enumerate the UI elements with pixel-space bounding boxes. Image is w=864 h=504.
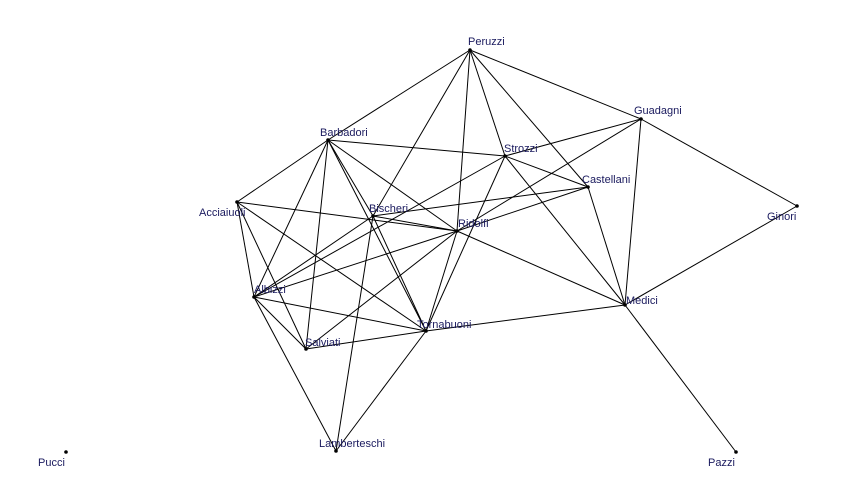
edge-guadagni-strozzi bbox=[504, 118, 642, 157]
node-ridolfi bbox=[455, 229, 459, 233]
edge-strozzi-tornabuoni bbox=[425, 155, 506, 332]
node-bischeri bbox=[371, 214, 375, 218]
edge-ridolfi-salviati bbox=[305, 230, 458, 350]
node-tornabuoni bbox=[424, 329, 428, 333]
node-label-pazzi: Pazzi bbox=[708, 457, 735, 469]
node-ginori bbox=[795, 204, 799, 208]
edge-ridolfi-tornabuoni bbox=[425, 230, 458, 332]
edge-peruzzi-guadagni bbox=[469, 49, 642, 120]
edge-albizzi-tornabuoni bbox=[253, 296, 427, 332]
node-albizzi bbox=[252, 295, 256, 299]
edge-barbadori-bischeri bbox=[327, 139, 374, 217]
edge-strozzi-barbadori bbox=[327, 139, 506, 157]
node-label-guadagni: Guadagni bbox=[634, 105, 682, 117]
edge-bischeri-tornabuoni bbox=[372, 215, 427, 332]
edge-medici-ridolfi bbox=[456, 230, 626, 306]
edges bbox=[236, 49, 798, 453]
edge-peruzzi-barbadori bbox=[327, 49, 471, 141]
node-barbadori bbox=[326, 138, 330, 142]
edge-barbadori-acciaiuoli bbox=[236, 139, 329, 203]
edge-barbadori-albizzi bbox=[253, 139, 329, 298]
node-guadagni bbox=[639, 117, 643, 121]
edge-guadagni-medici bbox=[624, 118, 642, 306]
node-label-lamberteschi: Lamberteschi bbox=[319, 438, 385, 450]
node-label-peruzzi: Peruzzi bbox=[468, 36, 505, 48]
node-lamberteschi bbox=[334, 449, 338, 453]
edge-ginori-medici bbox=[624, 205, 798, 306]
edge-tornabuoni-lamberteschi bbox=[335, 330, 427, 452]
node-label-salviati: Salviati bbox=[305, 337, 340, 349]
node-castellani bbox=[586, 185, 590, 189]
edge-castellani-ridolfi bbox=[456, 186, 589, 232]
node-label-albizzi: Albizzi bbox=[254, 284, 286, 296]
node-label-bischeri: Bischeri bbox=[369, 203, 408, 215]
node-peruzzi bbox=[468, 48, 472, 52]
edge-medici-castellani bbox=[587, 186, 626, 306]
edge-strozzi-castellani bbox=[504, 155, 589, 188]
node-salviati bbox=[304, 347, 308, 351]
edge-bischeri-ridolfi bbox=[372, 215, 458, 232]
edge-barbadori-tornabuoni bbox=[327, 139, 427, 332]
node-label-ridolfi: Ridolfi bbox=[458, 218, 489, 230]
edge-bischeri-albizzi bbox=[253, 215, 374, 298]
edge-albizzi-salviati bbox=[253, 296, 307, 350]
edge-salviati-tornabuoni bbox=[305, 330, 427, 350]
edge-acciaiuoli-tornabuoni bbox=[236, 201, 427, 332]
node-label-castellani: Castellani bbox=[582, 174, 630, 186]
edge-peruzzi-bischeri bbox=[372, 49, 471, 217]
node-label-medici: Medici bbox=[626, 295, 658, 307]
edge-castellani-bischeri bbox=[372, 186, 589, 217]
node-medici bbox=[623, 303, 627, 307]
node-label-strozzi: Strozzi bbox=[504, 143, 538, 155]
edge-acciaiuoli-albizzi bbox=[236, 201, 255, 298]
edge-guadagni-ginori bbox=[640, 118, 798, 207]
edge-ridolfi-albizzi bbox=[253, 230, 458, 298]
node-strozzi bbox=[503, 154, 507, 158]
edge-barbadori-ridolfi bbox=[327, 139, 458, 232]
node-label-barbadori: Barbadori bbox=[320, 127, 368, 139]
edge-medici-strozzi bbox=[504, 155, 626, 306]
node-pazzi bbox=[734, 450, 738, 454]
node-label-tornabuoni: Tornabuoni bbox=[417, 319, 471, 331]
edge-strozzi-albizzi bbox=[253, 155, 506, 298]
node-pucci bbox=[64, 450, 68, 454]
edge-guadagni-ridolfi bbox=[456, 118, 642, 232]
edge-medici-tornabuoni bbox=[425, 304, 626, 332]
edge-peruzzi-strozzi bbox=[469, 49, 506, 157]
edge-albizzi-lamberteschi bbox=[253, 296, 337, 452]
edge-bischeri-lamberteschi bbox=[335, 215, 374, 452]
edge-acciaiuoli-ridolfi bbox=[236, 201, 458, 232]
node-label-pucci: Pucci bbox=[38, 457, 65, 469]
node-acciaiuoli bbox=[235, 200, 239, 204]
edge-peruzzi-castellani bbox=[469, 49, 589, 188]
edge-medici-pazzi bbox=[624, 304, 737, 453]
edge-acciaiuoli-salviati bbox=[236, 201, 307, 350]
node-label-acciaiuoli: Acciaiuoli bbox=[199, 207, 245, 219]
edge-barbadori-salviati bbox=[305, 139, 329, 350]
node-label-ginori: Ginori bbox=[767, 211, 796, 223]
edge-peruzzi-ridolfi bbox=[456, 49, 471, 232]
